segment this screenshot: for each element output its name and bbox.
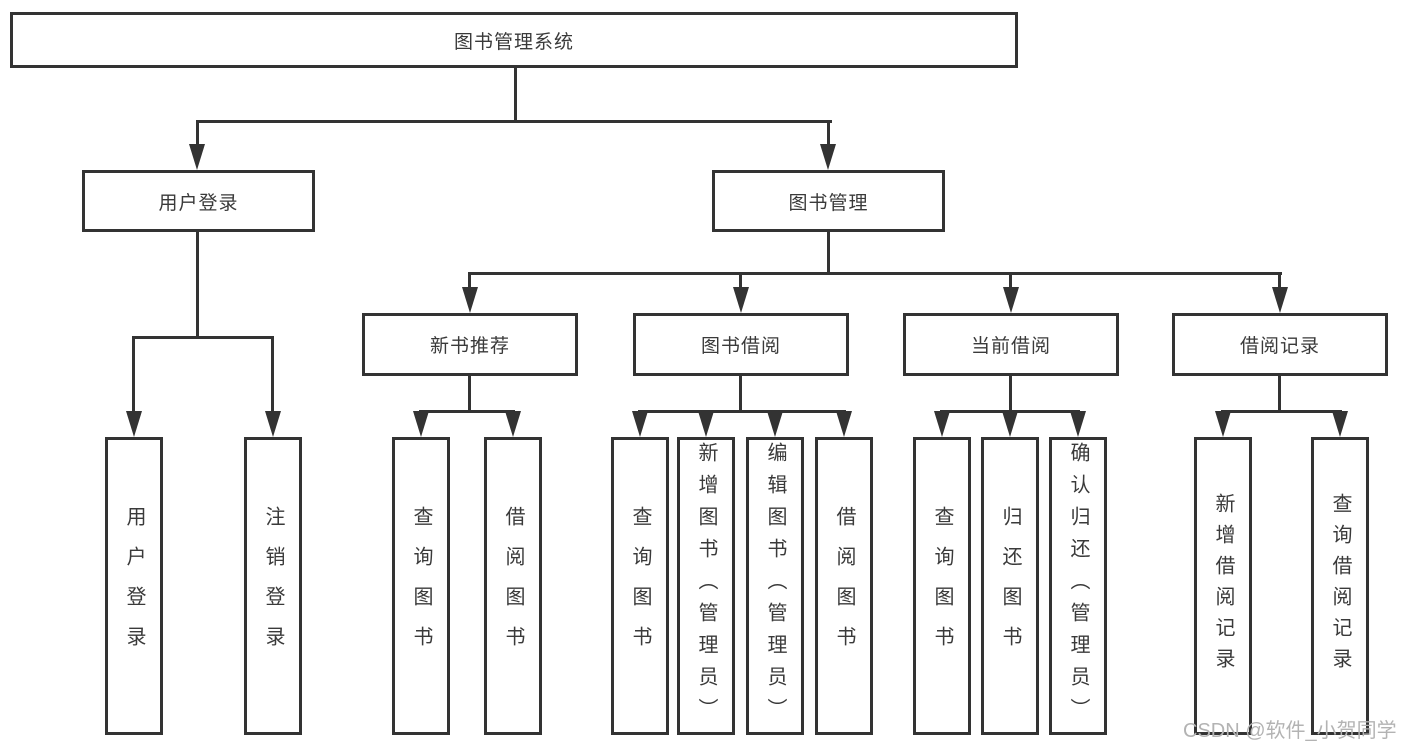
node-user-login: 用户登录 [82, 170, 315, 232]
node-label: 借阅记录 [1239, 336, 1320, 357]
arrowhead-down-icon [836, 411, 852, 437]
arrowhead-down-icon [189, 144, 205, 170]
connector-hline [132, 336, 274, 339]
connector-vline [196, 120, 199, 148]
connector-vline [827, 120, 830, 148]
node-label: 当前借阅 [970, 336, 1051, 357]
connector-hline [196, 120, 832, 123]
arrowhead-down-icon [1215, 411, 1231, 437]
arrowhead-down-icon [126, 411, 142, 437]
arrowhead-down-icon [733, 287, 749, 313]
leaf-label: 借阅图书 [502, 506, 524, 666]
node-book-management: 图书管理 [712, 170, 945, 232]
connector-vline [827, 232, 830, 272]
arrowhead-down-icon [1332, 411, 1348, 437]
arrowhead-down-icon [1272, 287, 1288, 313]
node-current-borrowing: 当前借阅 [903, 313, 1119, 376]
leaf-logout: 注销登录 [244, 437, 302, 735]
leaf-query-books-3: 查询图书 [913, 437, 971, 735]
node-label: 图书借阅 [700, 336, 781, 357]
node-new-book-recommend: 新书推荐 [362, 313, 578, 376]
node-borrowing-records: 借阅记录 [1172, 313, 1388, 376]
connector-vline [468, 272, 471, 289]
leaf-borrow-books: 借阅图书 [484, 437, 542, 735]
leaf-label: 借阅图书 [833, 506, 855, 666]
node-book-borrowing: 图书借阅 [633, 313, 849, 376]
arrowhead-down-icon [462, 287, 478, 313]
connector-vline [1009, 376, 1012, 410]
leaf-label: 用户登录 [123, 506, 145, 666]
leaf-label: 确认归还（管理员） [1067, 442, 1089, 730]
arrowhead-down-icon [698, 411, 714, 437]
arrowhead-down-icon [820, 144, 836, 170]
leaf-query-books: 查询图书 [392, 437, 450, 735]
arrowhead-down-icon [413, 411, 429, 437]
leaf-label: 新增借阅记录 [1212, 493, 1234, 679]
connector-vline [1009, 272, 1012, 289]
leaf-add-borrow-record: 新增借阅记录 [1194, 437, 1252, 735]
connector-vline [132, 336, 135, 414]
node-label: 用户登录 [158, 192, 239, 214]
leaf-edit-book-admin: 编辑图书（管理员） [746, 437, 804, 735]
connector-vline [514, 68, 517, 120]
node-label: 图书管理系统 [453, 31, 574, 53]
leaf-user-login: 用户登录 [105, 437, 163, 735]
node-label: 新书推荐 [429, 336, 510, 357]
arrowhead-down-icon [1070, 411, 1086, 437]
connector-hline [468, 272, 1282, 275]
leaf-label: 查询借阅记录 [1329, 493, 1351, 679]
leaf-borrow-books-2: 借阅图书 [815, 437, 873, 735]
csdn-watermark: CSDN @软件_小贺同学 [1183, 720, 1397, 742]
leaf-query-books-2: 查询图书 [611, 437, 669, 735]
connector-hline [638, 410, 846, 413]
connector-hline [419, 410, 515, 413]
arrowhead-down-icon [1003, 287, 1019, 313]
arrowhead-down-icon [767, 411, 783, 437]
leaf-label: 归还图书 [999, 506, 1021, 666]
leaf-label: 查询图书 [410, 506, 432, 666]
connector-vline [196, 232, 199, 336]
leaf-label: 查询图书 [931, 506, 953, 666]
arrowhead-down-icon [505, 411, 521, 437]
arrowhead-down-icon [1002, 411, 1018, 437]
arrowhead-down-icon [265, 411, 281, 437]
connector-vline [739, 272, 742, 289]
node-library-management-system: 图书管理系统 [10, 12, 1018, 68]
connector-vline [1278, 272, 1281, 289]
leaf-label: 编辑图书（管理员） [764, 442, 786, 730]
leaf-label: 查询图书 [629, 506, 651, 666]
leaf-confirm-return-admin: 确认归还（管理员） [1049, 437, 1107, 735]
leaf-query-borrow-record: 查询借阅记录 [1311, 437, 1369, 735]
connector-vline [271, 336, 274, 414]
leaf-label: 新增图书（管理员） [695, 442, 717, 730]
leaf-add-book-admin: 新增图书（管理员） [677, 437, 735, 735]
connector-vline [739, 376, 742, 410]
connector-vline [468, 376, 471, 410]
node-label: 图书管理 [788, 192, 869, 214]
arrowhead-down-icon [934, 411, 950, 437]
leaf-label: 注销登录 [262, 506, 284, 666]
connector-vline [1278, 376, 1281, 410]
connector-hline [1221, 410, 1342, 413]
arrowhead-down-icon [632, 411, 648, 437]
leaf-return-books: 归还图书 [981, 437, 1039, 735]
